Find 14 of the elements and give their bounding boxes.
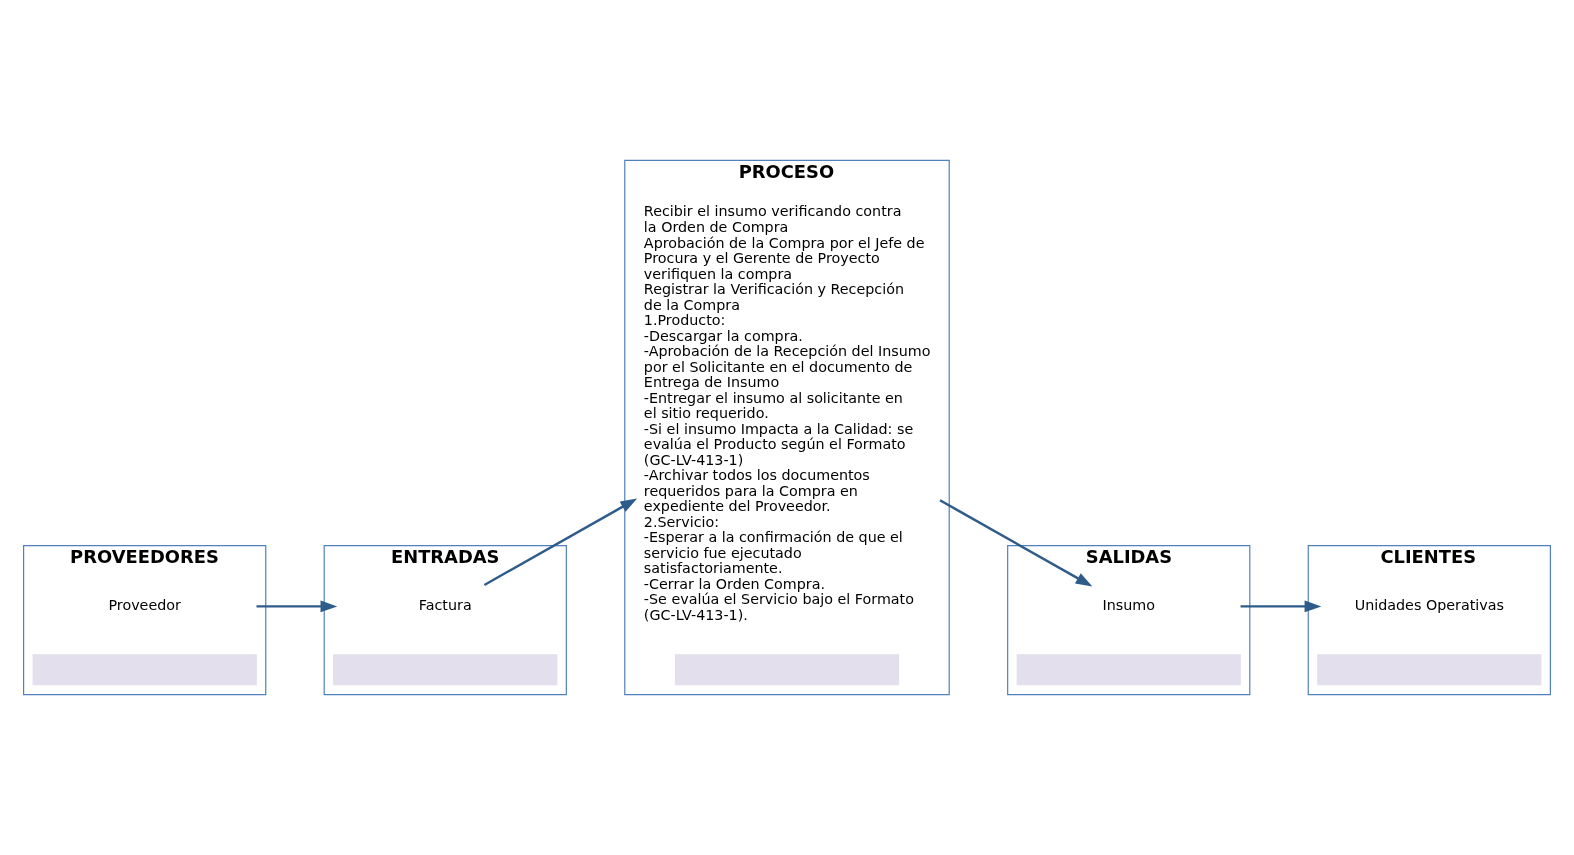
node-text: Unidades Operativas bbox=[1354, 597, 1504, 614]
node-text: Proveedor bbox=[108, 597, 181, 614]
node-bar bbox=[333, 654, 558, 686]
node-text: Factura bbox=[418, 597, 472, 614]
node-text: Recibir el insumo verificando contra la Orden de Compra Aprobación de la Compra por el Jefe de Procura y el Gerente de Proyecto verifiquen la compra Registrar la Verificación y Recepción de la Compra 1.Producto: -Descargar la compra. -Aprobación de la Recepción del Insumo por el Solicitante en el documento de Entrega de Insumo -Entregar el insumo al solicitante en el sitio requerido. -Si el insumo Impacta a la Calidad: se evalúa el Producto según el Formato (GC-LV-413-1) -Archivar todos los documentos requeridos para la Compra en expediente del Proveedor. 2.Servicio: -Esperar a la confirmación de que el servicio fue ejecutado satisfactoriamente. -Cerrar la Orden Compra. -Se evalúa el Servicio bajo el Formato (GC-LV-413-1). bbox=[643, 203, 931, 623]
node-bar bbox=[1016, 654, 1241, 686]
node-text: Insumo bbox=[1102, 597, 1155, 614]
node-bar bbox=[32, 654, 257, 686]
arrow bbox=[1240, 600, 1322, 613]
node-bar bbox=[1317, 654, 1542, 686]
arrow bbox=[939, 499, 1093, 587]
arrow bbox=[256, 600, 338, 613]
node-bar bbox=[674, 654, 900, 686]
arrow bbox=[483, 498, 638, 586]
